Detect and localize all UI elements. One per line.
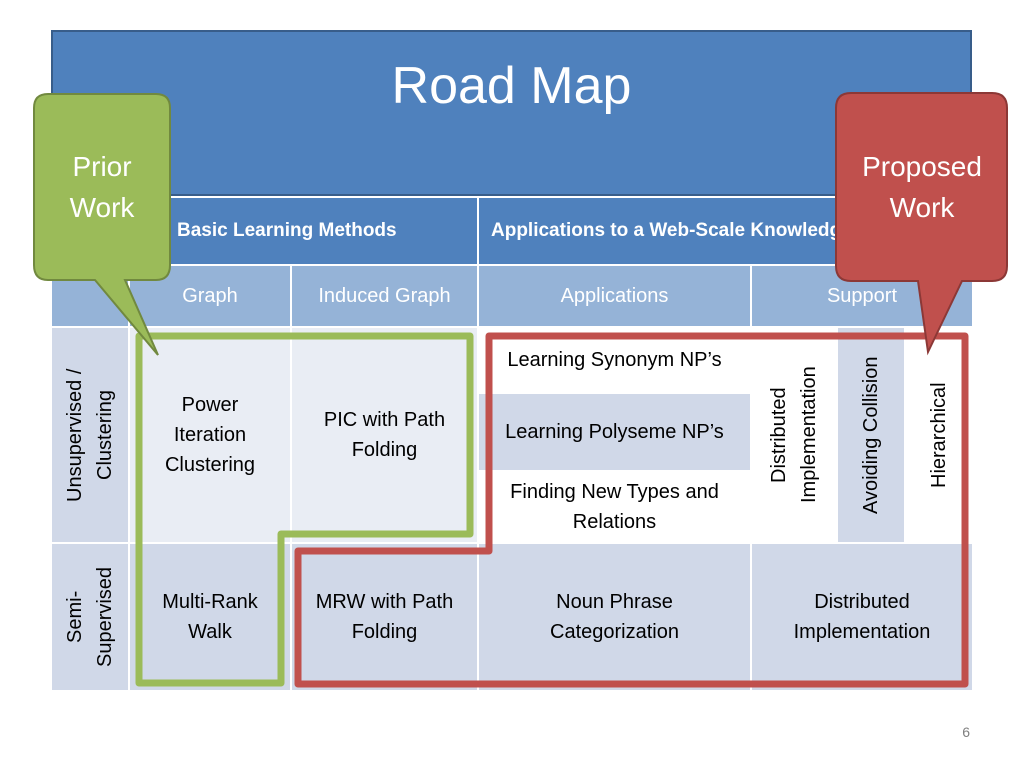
- cell-multirankwalk: Multi-RankWalk: [130, 544, 290, 690]
- prior-work-outline: [135, 332, 474, 687]
- cell-learning-polyseme: Learning Polyseme NP’s: [479, 394, 750, 470]
- subheader-applications: Applications: [479, 266, 750, 326]
- proposed-work-callout-shape: [835, 92, 1008, 356]
- row-label-unsupervised: Unsupervised / Clustering: [52, 328, 128, 542]
- proposed-work-label: Proposed Work: [862, 151, 982, 223]
- cell-hierarchical: Hierarchical: [906, 328, 972, 542]
- cell-mrw-path-folding: MRW with Path Folding: [292, 544, 477, 690]
- cell-distributed-implementation: Distributed Implementation: [752, 544, 972, 690]
- title-banner: Road Map: [51, 30, 972, 196]
- cell-pic-path-folding: PIC with Path Folding: [292, 328, 477, 542]
- cell-noun-phrase: Noun Phrase Categorization: [479, 544, 750, 690]
- page-number: 6: [962, 724, 970, 740]
- prior-work-callout-shape: [33, 93, 171, 356]
- cell-finding-new-types: Finding New Types and Relations: [479, 472, 750, 542]
- slide-title: Road Map: [391, 57, 632, 115]
- subheader-induced-graph: Induced Graph: [292, 266, 477, 326]
- header-basic-learning: Basic Learning Methods: [165, 198, 477, 264]
- proposed-work-outline: [294, 332, 969, 688]
- row-label-semi-supervised: Semi-Supervised: [52, 544, 128, 690]
- cell-avoiding-collision: Avoiding Collision: [838, 328, 904, 542]
- cell-distributed-vertical: Distributed Implementation: [752, 328, 836, 542]
- prior-work-label: Prior Work: [69, 151, 135, 223]
- subheader-graph: Graph: [130, 266, 290, 326]
- cell-power-iteration-clustering: Power Iteration Clustering: [130, 328, 290, 542]
